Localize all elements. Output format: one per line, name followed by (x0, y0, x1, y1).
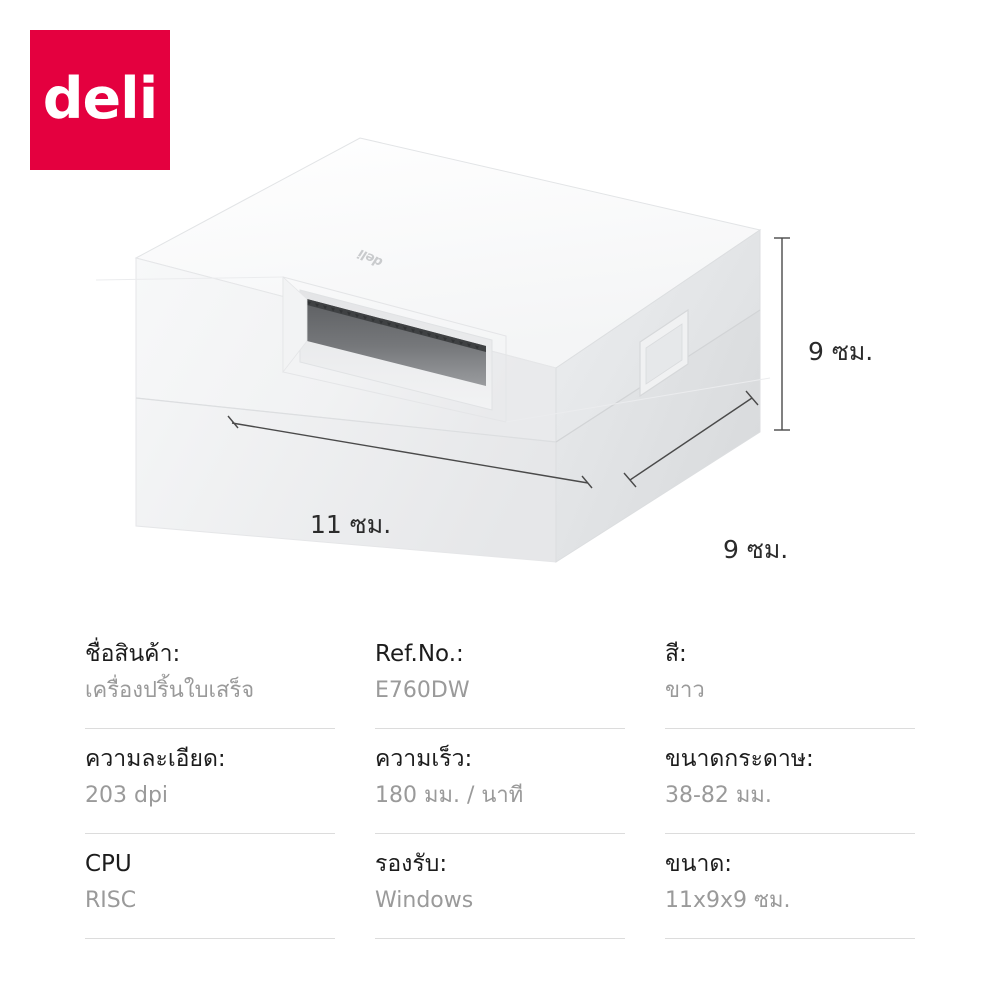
spec-label: ความเร็ว: (375, 746, 473, 772)
spec-item-color: สี: ขาว (665, 640, 915, 745)
spec-label: ความละเอียด: (85, 746, 226, 772)
spec-divider (85, 833, 335, 834)
spec-divider (375, 833, 625, 834)
spec-item-product-name: ชื่อสินค้า: เครื่องปริ้นใบเสร็จ (85, 640, 375, 745)
spec-item-cpu: CPU RISC (85, 850, 375, 955)
dimension-label-height: 9 ซม. (808, 337, 874, 366)
spec-value: E760DW (375, 677, 470, 703)
spec-divider (85, 938, 335, 939)
spec-label: Ref.No.: (375, 641, 464, 667)
spec-divider (375, 728, 625, 729)
brand-wordmark: deli (42, 65, 159, 132)
paper-slot-opening (307, 299, 486, 386)
spec-value: 203 dpi (85, 782, 169, 808)
spec-divider (85, 728, 335, 729)
product-illustration: deli (0, 110, 1000, 610)
spec-label: ชื่อสินค้า: (85, 641, 181, 667)
dimension-line-height (774, 237, 790, 431)
spec-item-ref-no: Ref.No.: E760DW (375, 640, 665, 745)
spec-label: ขนาด: (665, 851, 733, 877)
dimension-line-width (227, 415, 593, 489)
spec-divider (665, 728, 915, 729)
side-latch-icon (639, 308, 689, 398)
dimension-label-width: 11 ซม. (310, 510, 392, 539)
spec-divider (375, 938, 625, 939)
spec-value: Windows (375, 887, 474, 913)
printer-guide-line-lower (505, 377, 771, 423)
printer-lid-seam (135, 397, 557, 443)
spec-value: 38-82 มม. (665, 782, 772, 808)
paper-slot-bevel (282, 276, 308, 374)
spec-value: 11x9x9 ซม. (665, 887, 791, 913)
spec-divider (665, 833, 915, 834)
spec-label: รองรับ: (375, 851, 448, 877)
spec-item-os-support: รองรับ: Windows (375, 850, 665, 955)
brand-logo: deli (30, 30, 170, 170)
spec-value: RISC (85, 887, 137, 913)
printer-guide-line-upper (95, 276, 284, 281)
spec-value: ขาว (665, 677, 705, 703)
spec-value: 180 มม. / นาที (375, 782, 524, 808)
spec-item-size: ขนาด: 11x9x9 ซม. (665, 850, 915, 955)
spec-label: ขนาดกระดาษ: (665, 746, 814, 772)
spec-value: เครื่องปริ้นใบเสร็จ (85, 677, 255, 703)
specification-grid: ชื่อสินค้า: เครื่องปริ้นใบเสร็จ Ref.No.:… (85, 640, 915, 955)
dimension-line-depth (623, 390, 759, 488)
spec-item-speed: ความเร็ว: 180 มม. / นาที (375, 745, 665, 850)
tear-bar-serration-icon (307, 301, 479, 350)
spec-label: สี: (665, 641, 687, 667)
dimension-label-depth: 9 ซม. (723, 535, 789, 564)
spec-label: CPU (85, 851, 132, 877)
spec-item-resolution: ความละเอียด: 203 dpi (85, 745, 375, 850)
spec-item-paper-size: ขนาดกระดาษ: 38-82 มม. (665, 745, 915, 850)
spec-divider (665, 938, 915, 939)
